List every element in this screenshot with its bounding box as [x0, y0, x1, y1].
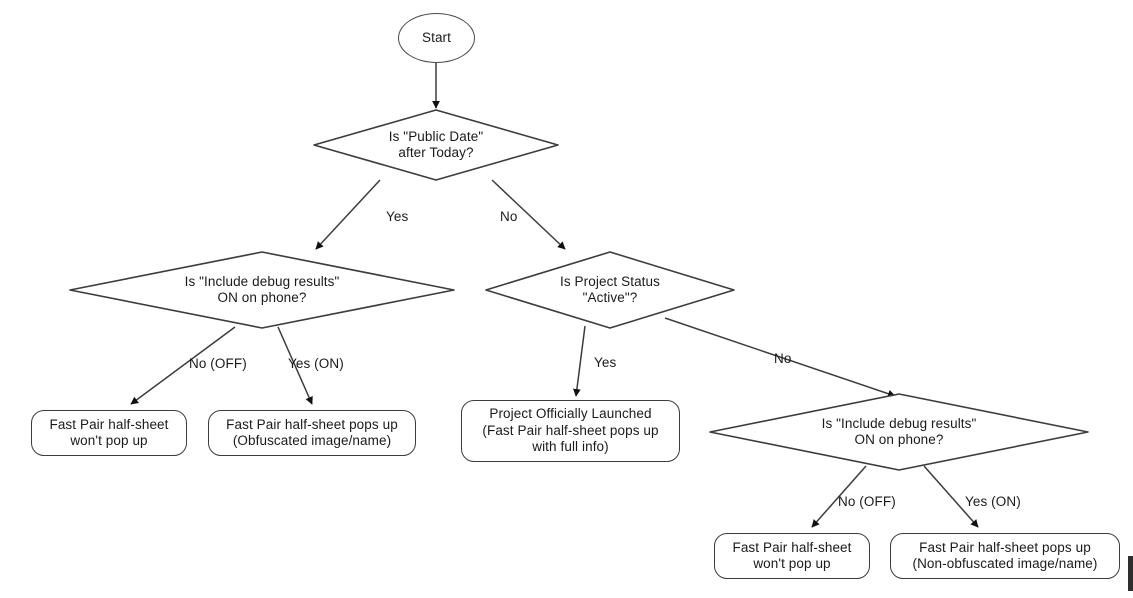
node-terminal-no-popup-right-text: Fast Pair half-sheet won't pop up [732, 540, 851, 573]
edge-debug-left-yes [277, 326, 313, 405]
edge-project-status-no [664, 317, 896, 398]
edge-crop-artifact [1128, 556, 1133, 591]
edge-label-debug-right-no: No (OFF) [838, 494, 896, 509]
edge-label-public-date-no: No [500, 209, 518, 224]
decision-line-1: Is "Public Date" [388, 128, 484, 144]
node-terminal-no-popup-left-text: Fast Pair half-sheet won't pop up [49, 417, 168, 450]
terminal-line-2: (Non-obfuscated image/name) [912, 556, 1098, 571]
terminal-line-3: with full info) [532, 439, 609, 455]
diamond-shape [485, 251, 735, 329]
terminal-line-2: (Fast Pair half-sheet pops up [482, 422, 659, 438]
terminal-line-1: Fast Pair half-sheet pops up [226, 416, 398, 432]
decision-line-1: Is "Include debug results" [821, 415, 977, 431]
diamond-shape [313, 109, 559, 181]
node-start[interactable]: Start [398, 13, 475, 63]
node-decision-public-date[interactable]: Is "Public Date" after Today? [310, 108, 562, 182]
terminal-line-1: Fast Pair half-sheet [732, 539, 852, 555]
terminal-line-1: Fast Pair half-sheet pops up [919, 539, 1091, 555]
decision-line-2: "Active"? [582, 290, 638, 305]
node-start-label: Start [421, 29, 451, 45]
edge-public-date-yes [315, 179, 381, 250]
edge-label-public-date-yes: Yes [386, 209, 409, 224]
edge-label-debug-left-yes: Yes (ON) [288, 356, 344, 371]
node-terminal-no-popup-right[interactable]: Fast Pair half-sheet won't pop up [714, 533, 870, 579]
edge-project-status-yes [573, 325, 586, 397]
node-terminal-non-obfuscated[interactable]: Fast Pair half-sheet pops up (Non-obfusc… [890, 533, 1120, 579]
decision-line-1: Is "Include debug results" [184, 273, 340, 289]
terminal-line-1: Project Officially Launched [489, 406, 652, 422]
node-terminal-obfuscated[interactable]: Fast Pair half-sheet pops up (Obfuscated… [208, 410, 416, 456]
node-decision-public-date-text: Is "Public Date" after Today? [389, 129, 483, 162]
node-decision-project-status[interactable]: Is Project Status "Active"? [482, 250, 738, 330]
edge-label-project-status-yes: Yes [594, 355, 617, 370]
edge-label-debug-right-yes: Yes (ON) [965, 494, 1021, 509]
terminal-line-2: (Obfuscated image/name) [232, 433, 392, 448]
terminal-line-2: won't pop up [70, 433, 148, 448]
edge-debug-right-yes [923, 465, 979, 528]
decision-line-1: Is Project Status [560, 273, 660, 289]
decision-line-2: after Today? [398, 145, 474, 160]
terminal-line-1: Fast Pair half-sheet [49, 416, 169, 432]
node-terminal-obfuscated-text: Fast Pair half-sheet pops up (Obfuscated… [226, 417, 398, 450]
edge-debug-left-no [130, 326, 236, 405]
node-decision-debug-left-text: Is "Include debug results" ON on phone? [185, 274, 340, 307]
node-decision-debug-left[interactable]: Is "Include debug results" ON on phone? [66, 250, 458, 330]
edge-debug-right-no [811, 465, 867, 528]
edge-public-date-no [491, 179, 566, 250]
node-decision-debug-right[interactable]: Is "Include debug results" ON on phone? [706, 392, 1092, 472]
edge-label-project-status-no: No [774, 351, 792, 366]
decision-line-2: ON on phone? [854, 432, 944, 447]
diamond-shape [69, 251, 455, 329]
node-terminal-launched-text: Project Officially Launched (Fast Pair h… [482, 406, 658, 456]
edge-label-debug-left-no: No (OFF) [189, 356, 247, 371]
node-terminal-no-popup-left[interactable]: Fast Pair half-sheet won't pop up [31, 410, 187, 456]
node-decision-project-status-text: Is Project Status "Active"? [560, 274, 660, 307]
node-terminal-launched[interactable]: Project Officially Launched (Fast Pair h… [461, 400, 680, 462]
node-terminal-non-obfuscated-text: Fast Pair half-sheet pops up (Non-obfusc… [912, 540, 1097, 573]
diamond-shape [709, 393, 1089, 471]
terminal-line-2: won't pop up [753, 556, 831, 571]
decision-line-2: ON on phone? [217, 290, 307, 305]
node-decision-debug-right-text: Is "Include debug results" ON on phone? [822, 416, 977, 449]
